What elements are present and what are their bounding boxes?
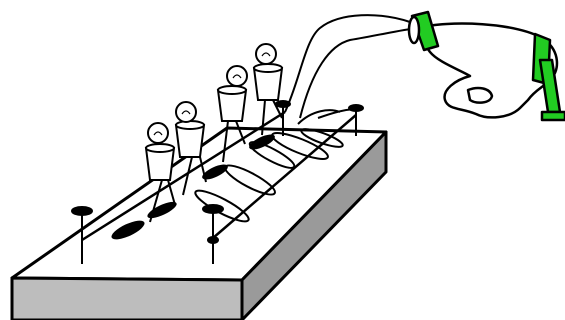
- board-front: [12, 278, 242, 320]
- hand-crank-generator: [409, 12, 565, 120]
